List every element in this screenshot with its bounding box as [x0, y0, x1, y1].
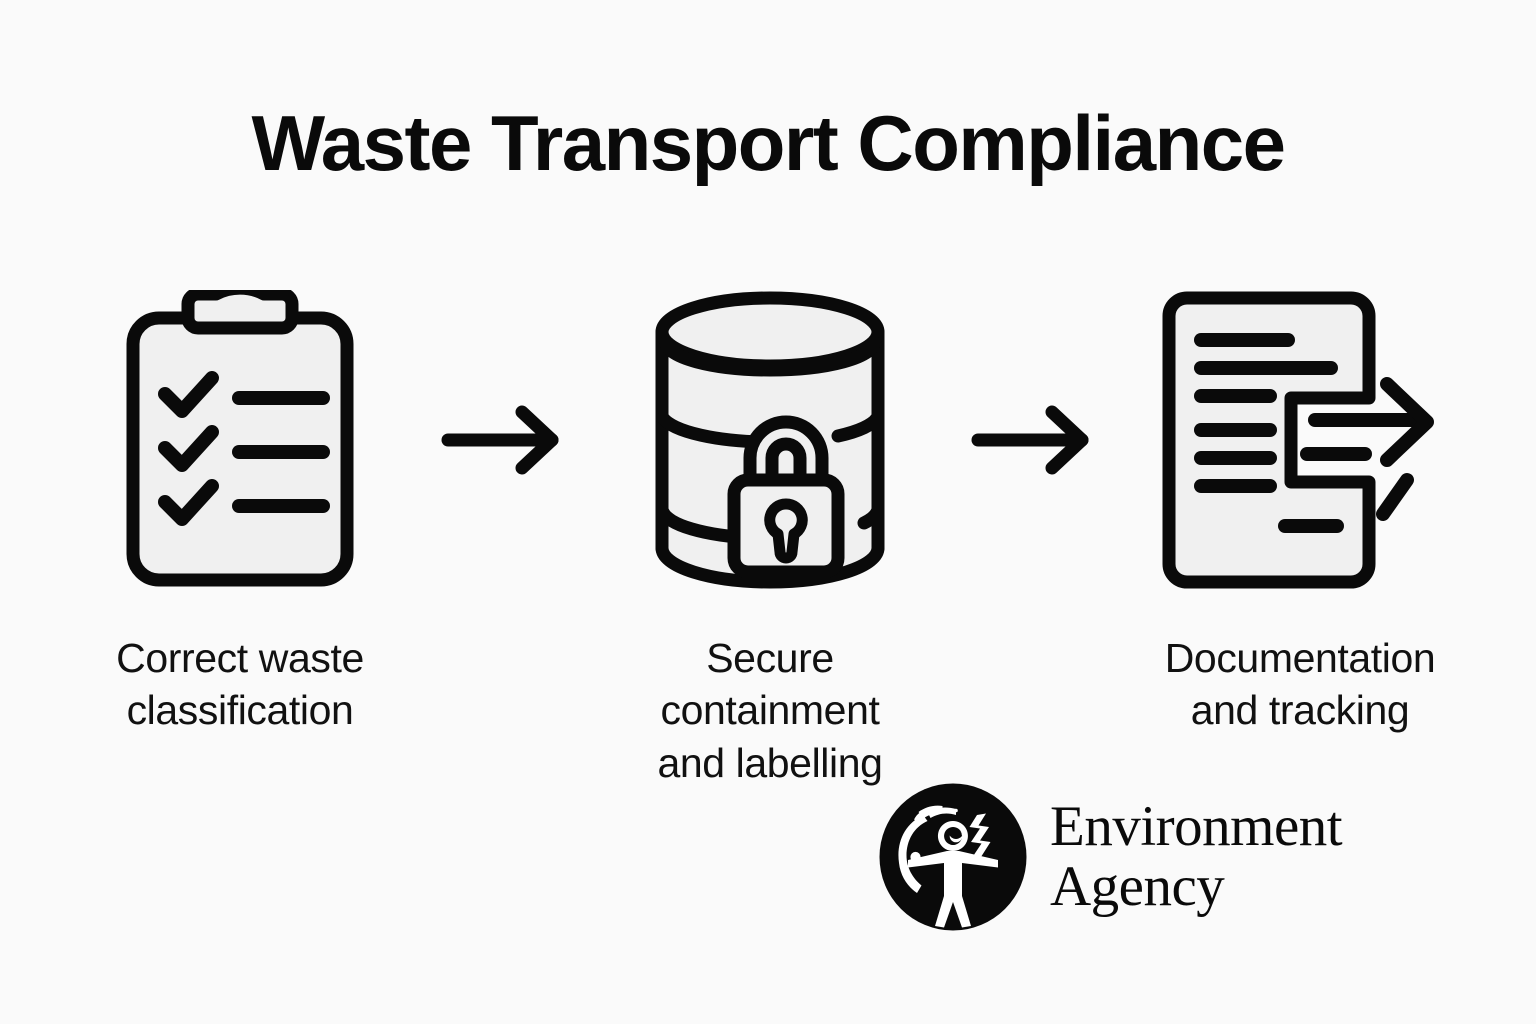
step-1-caption-line-1: Correct waste: [116, 635, 364, 681]
steps-icon-row: [90, 280, 1450, 600]
padlock-icon: [727, 415, 845, 579]
arrow-right-icon: [971, 405, 1089, 475]
step-3-caption-line-1: Documentation: [1164, 635, 1436, 681]
arrow-right-icon: [441, 405, 559, 475]
clipboard-checklist-icon: [126, 290, 354, 587]
page-title: Waste Transport Compliance: [251, 99, 1286, 187]
step-3-caption-line-2: and tracking: [1190, 687, 1410, 734]
document-export-icon: [1162, 291, 1434, 589]
step-1-icon-container: [90, 285, 390, 595]
step-3-icon-container: [1150, 285, 1450, 595]
step-3-caption: Documentation and tracking: [1150, 632, 1450, 737]
step-2-icon-container: [620, 285, 920, 595]
step-2-caption: Secure containment and labelling: [620, 632, 920, 789]
step-2-caption-line-2: and labelling: [657, 739, 883, 786]
captions-row: Correct waste classification Secure cont…: [90, 632, 1450, 786]
step-2-caption-line-1: Secure containment: [660, 635, 880, 734]
environment-agency-logo: Environment Agency: [878, 782, 1343, 932]
step-1-caption: Correct waste classification: [90, 632, 390, 737]
locked-barrel-icon: [655, 291, 885, 589]
logo-text-line-1: Environment: [1050, 794, 1343, 858]
step-1-caption-line-2: classification: [126, 687, 354, 734]
connector-1-container: [430, 380, 580, 500]
connector-2-container: [960, 380, 1110, 500]
environment-agency-emblem-icon: [879, 783, 1027, 931]
logo-text-line-2: Agency: [1050, 855, 1225, 918]
environment-agency-wordmark: Environment Agency: [1050, 794, 1343, 918]
